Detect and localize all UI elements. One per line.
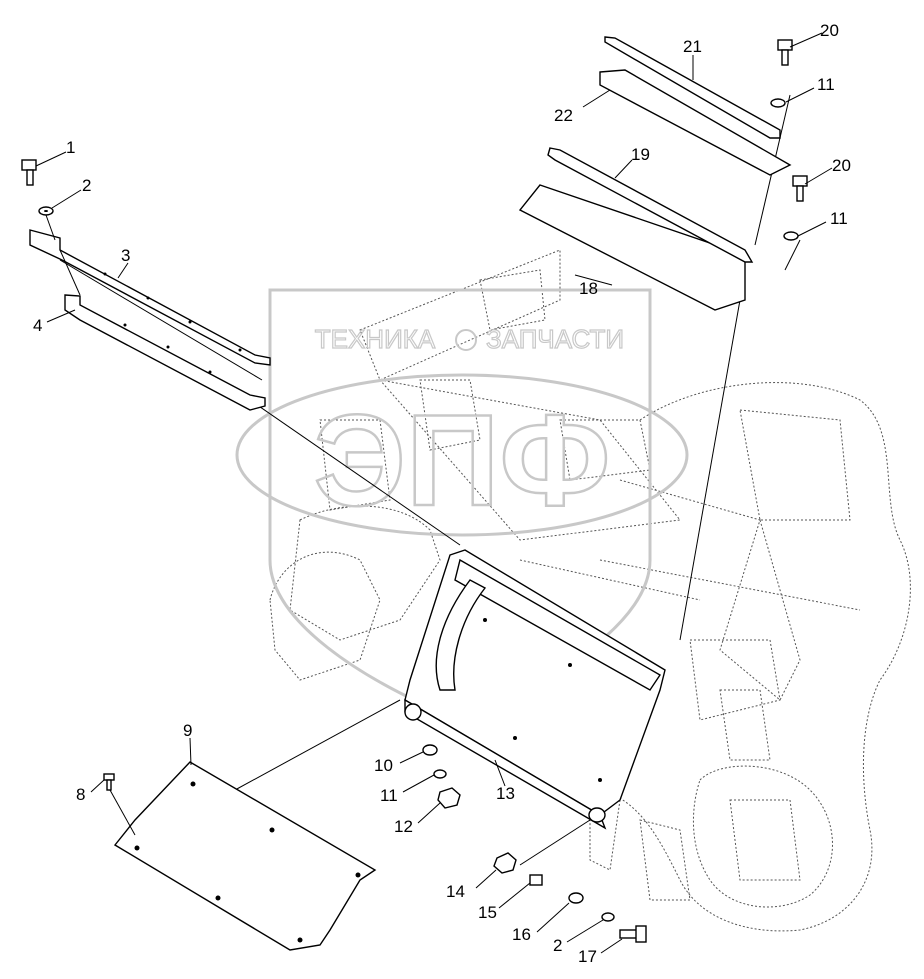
part-9-cover-plate [113, 761, 377, 951]
part-21-strip [604, 36, 781, 139]
bolt-17 [619, 925, 647, 943]
callout-22: 22 [554, 106, 573, 125]
part-4-plate [64, 294, 266, 411]
callout-3: 3 [121, 246, 130, 265]
nut-12 [437, 787, 461, 809]
bolt-1 [21, 159, 37, 186]
callout-20-mid: 20 [832, 156, 851, 175]
bolt-20-mid [792, 175, 808, 202]
washer-16 [568, 892, 584, 904]
washer-2-right [601, 912, 615, 922]
callout-2-left: 2 [82, 176, 91, 195]
callout-18: 18 [579, 279, 598, 298]
assembly-guide-lines [234, 94, 801, 866]
callout-15: 15 [478, 903, 497, 922]
callout-19: 19 [631, 145, 650, 164]
watermark-text-right: ЗАПЧАСТИ [486, 324, 624, 354]
washer-10 [422, 744, 438, 756]
callout-21: 21 [683, 37, 702, 56]
washer-11-top [770, 98, 786, 108]
callout-11-low: 11 [380, 786, 398, 805]
watermark-logo: ТЕХНИКА ЗАПЧАСТИ ЭПФ [235, 288, 689, 722]
part-19-strip [547, 147, 754, 263]
callout-2-right: 2 [553, 936, 562, 955]
callout-17: 17 [578, 947, 597, 966]
mount-bracket-left [404, 703, 422, 721]
callout-14: 14 [446, 882, 465, 901]
watermark-text-left: ТЕХНИКА [315, 324, 436, 354]
nut-14 [493, 852, 517, 874]
washer-2-left [38, 206, 54, 216]
part-13-shroud [404, 549, 666, 830]
bolt-8 [103, 773, 115, 791]
washer-11-low [433, 769, 447, 779]
part-3-seal-strip [29, 229, 271, 366]
callout-leaders [35, 32, 833, 954]
bolt-20-top [777, 39, 793, 66]
callout-11-mid: 11 [830, 209, 848, 228]
callout-9: 9 [183, 721, 192, 740]
washer-11-mid [783, 231, 799, 241]
callout-11-top: 11 [817, 75, 835, 94]
part-22-plate [599, 69, 792, 176]
callout-4: 4 [33, 316, 42, 335]
callout-13: 13 [496, 784, 515, 803]
callout-10: 10 [374, 756, 393, 775]
callout-1: 1 [66, 138, 75, 157]
callout-16: 16 [512, 925, 531, 944]
callout-labels: 1 2 3 4 8 9 10 11 12 13 14 15 16 2 17 18… [33, 21, 851, 966]
callout-12: 12 [394, 817, 413, 836]
spacer-15 [529, 874, 543, 886]
callout-20-top: 20 [820, 21, 839, 40]
engine-block-ghost [269, 249, 911, 932]
callout-8: 8 [76, 785, 85, 804]
watermark-logo-letters: ЭПФ [314, 387, 611, 533]
gear-icon [455, 329, 477, 351]
mount-bracket-right [588, 807, 606, 823]
